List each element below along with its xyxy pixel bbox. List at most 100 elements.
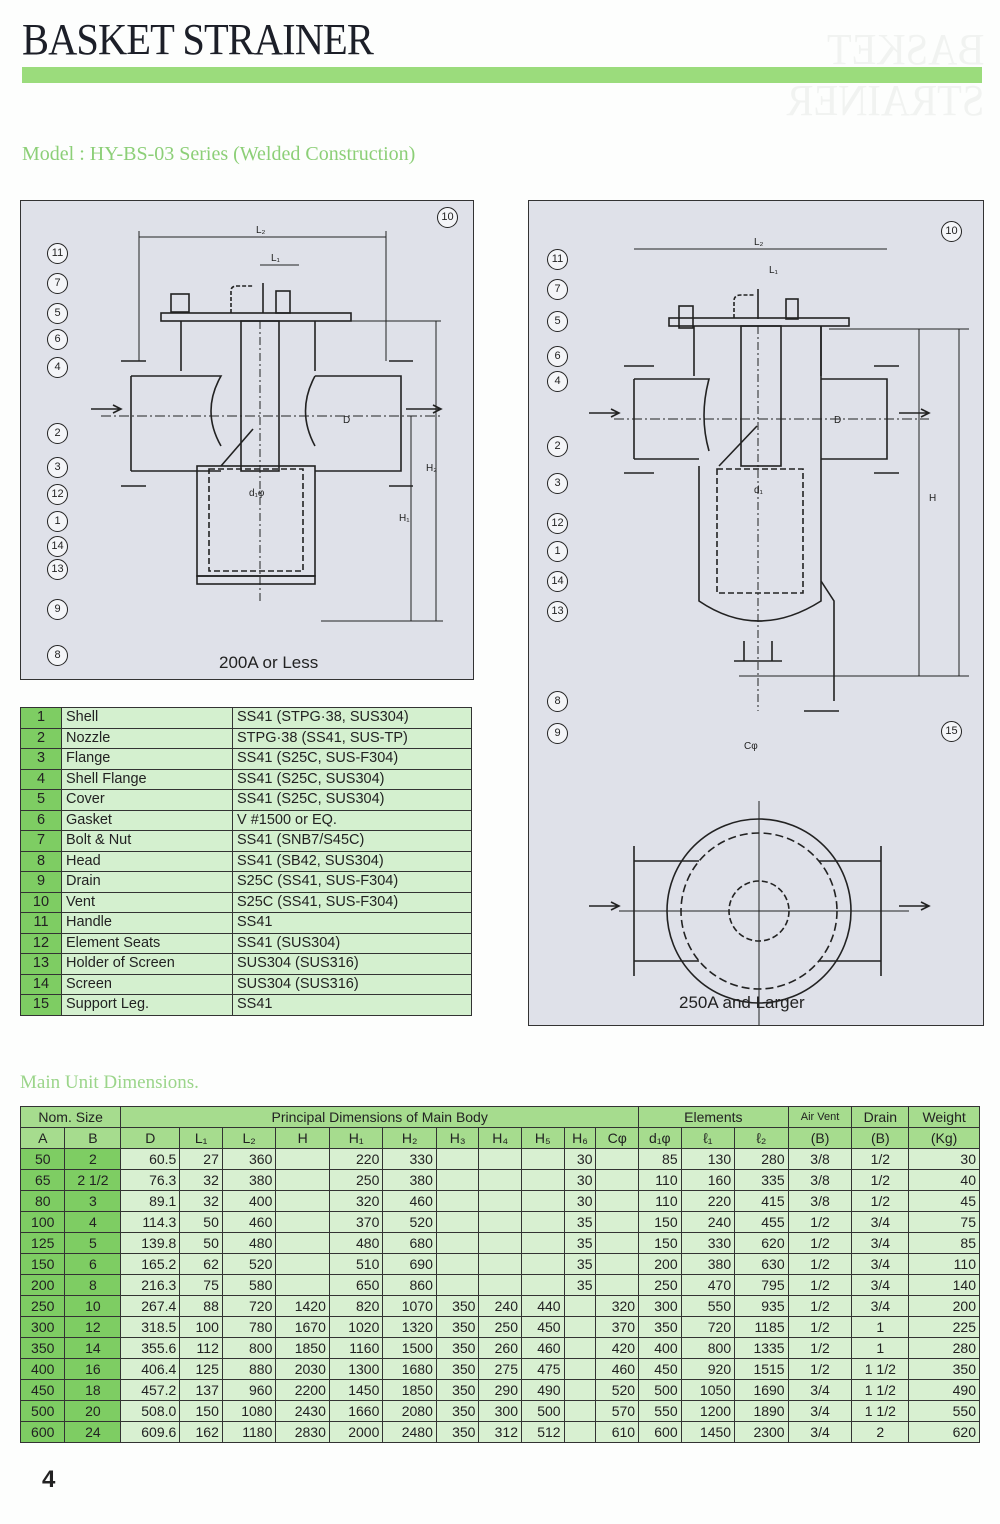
dimension-cell: 1/2 [787, 1358, 853, 1380]
dimension-cell: 2 [64, 1148, 122, 1170]
dimension-cell: 3/4 [851, 1211, 910, 1233]
column-header: H₆ [563, 1127, 597, 1149]
dimension-cell: 1 1/2 [851, 1379, 910, 1401]
dimension-cell: 3 [64, 1190, 122, 1212]
dimension-cell: 1/2 [851, 1148, 910, 1170]
dimension-cell: 620 [734, 1232, 789, 1254]
dimension-cell [275, 1232, 330, 1254]
dimension-cell: 1080 [221, 1400, 277, 1422]
callout-9: 9 [47, 599, 68, 620]
dimension-cell: 40 [908, 1169, 980, 1191]
dimension-cell: 3/8 [787, 1148, 853, 1170]
dimension-cell: 1/2 [787, 1337, 853, 1359]
dimension-cell: 140 [908, 1274, 980, 1296]
dimension-cell: 1 [851, 1337, 910, 1359]
dim-label: L₁ [769, 265, 779, 276]
dimension-cell: 200 [19, 1274, 66, 1296]
callout-7: 7 [47, 273, 68, 294]
callout-5: 5 [547, 311, 568, 332]
dimension-cell: 76.3 [120, 1169, 181, 1191]
callout-12: 12 [47, 484, 68, 505]
dimension-cell: 250 [478, 1316, 522, 1338]
part-material: V #1500 or EQ. [232, 809, 472, 831]
dimension-cell: 3/4 [851, 1232, 910, 1254]
column-header: B [64, 1127, 122, 1149]
dimension-cell: 795 [734, 1274, 789, 1296]
callout-2: 2 [547, 436, 568, 457]
callout-13: 13 [47, 559, 68, 580]
dimension-cell: 457.2 [120, 1379, 181, 1401]
part-no: 15 [20, 994, 62, 1016]
dimension-cell: 1050 [680, 1379, 736, 1401]
dimension-cell: 1/2 [787, 1295, 853, 1317]
part-no: 11 [20, 912, 62, 934]
callout-4: 4 [47, 357, 68, 378]
part-material: SUS304 (SUS316) [232, 953, 472, 975]
column-header: D [120, 1127, 181, 1149]
part-name: Drain [61, 871, 233, 893]
column-header: H₅ [521, 1127, 565, 1149]
dimension-cell: 620 [908, 1421, 980, 1443]
dimension-cell [595, 1274, 640, 1296]
dimension-cell: 350 [435, 1295, 480, 1317]
dimension-cell: 10 [64, 1295, 122, 1317]
dimension-cell: 240 [478, 1295, 522, 1317]
part-no: 12 [20, 932, 62, 954]
dimension-cell [478, 1169, 522, 1191]
dimension-cell: 1335 [734, 1337, 789, 1359]
part-material: SUS304 (SUS316) [232, 973, 472, 995]
dimension-cell: 460 [382, 1190, 437, 1212]
callout-3: 3 [47, 457, 68, 478]
column-header: ℓ₁ [680, 1127, 736, 1149]
callout-5: 5 [47, 303, 68, 324]
dimension-cell: 100 [179, 1316, 223, 1338]
dimension-cell: 1 [851, 1316, 910, 1338]
dimension-cell: 500 [19, 1400, 66, 1422]
dimension-cell: 300 [478, 1400, 522, 1422]
dimension-cell: 490 [521, 1379, 565, 1401]
dimension-cell: 1/2 [787, 1316, 853, 1338]
part-name: Shell [61, 707, 233, 729]
part-material: SS41 [232, 912, 472, 934]
callout-8: 8 [547, 691, 568, 712]
dimension-cell [435, 1253, 480, 1275]
dimension-cell [595, 1148, 640, 1170]
dimension-cell: 2830 [275, 1421, 330, 1443]
dimension-cell [563, 1295, 597, 1317]
dimension-cell [595, 1190, 640, 1212]
dimension-cell: 520 [595, 1379, 640, 1401]
dimension-cell: 312 [478, 1421, 522, 1443]
dimension-cell: 60.5 [120, 1148, 181, 1170]
dimension-cell: 490 [908, 1379, 980, 1401]
dimension-cell: 220 [680, 1190, 736, 1212]
dim-label: L₁ [271, 253, 281, 264]
dimension-cell: 350 [435, 1379, 480, 1401]
part-no: 13 [20, 953, 62, 975]
dimension-cell: 250 [328, 1169, 384, 1191]
dimension-cell: 609.6 [120, 1421, 181, 1443]
column-header: H₄ [478, 1127, 522, 1149]
dimension-cell [595, 1211, 640, 1233]
callout-12: 12 [547, 513, 568, 534]
dimension-cell: 500 [521, 1400, 565, 1422]
dimension-cell [521, 1148, 565, 1170]
dimension-cell: 480 [328, 1232, 384, 1254]
dimension-cell: 1/2 [851, 1169, 910, 1191]
dimension-cell: 350 [435, 1358, 480, 1380]
dim-label: D [834, 415, 841, 426]
dimension-cell: 75 [179, 1274, 223, 1296]
callout-10: 10 [437, 207, 458, 228]
dimension-cell: 225 [908, 1316, 980, 1338]
dimension-cell: 1/2 [787, 1232, 853, 1254]
dimension-cell: 300 [638, 1295, 682, 1317]
